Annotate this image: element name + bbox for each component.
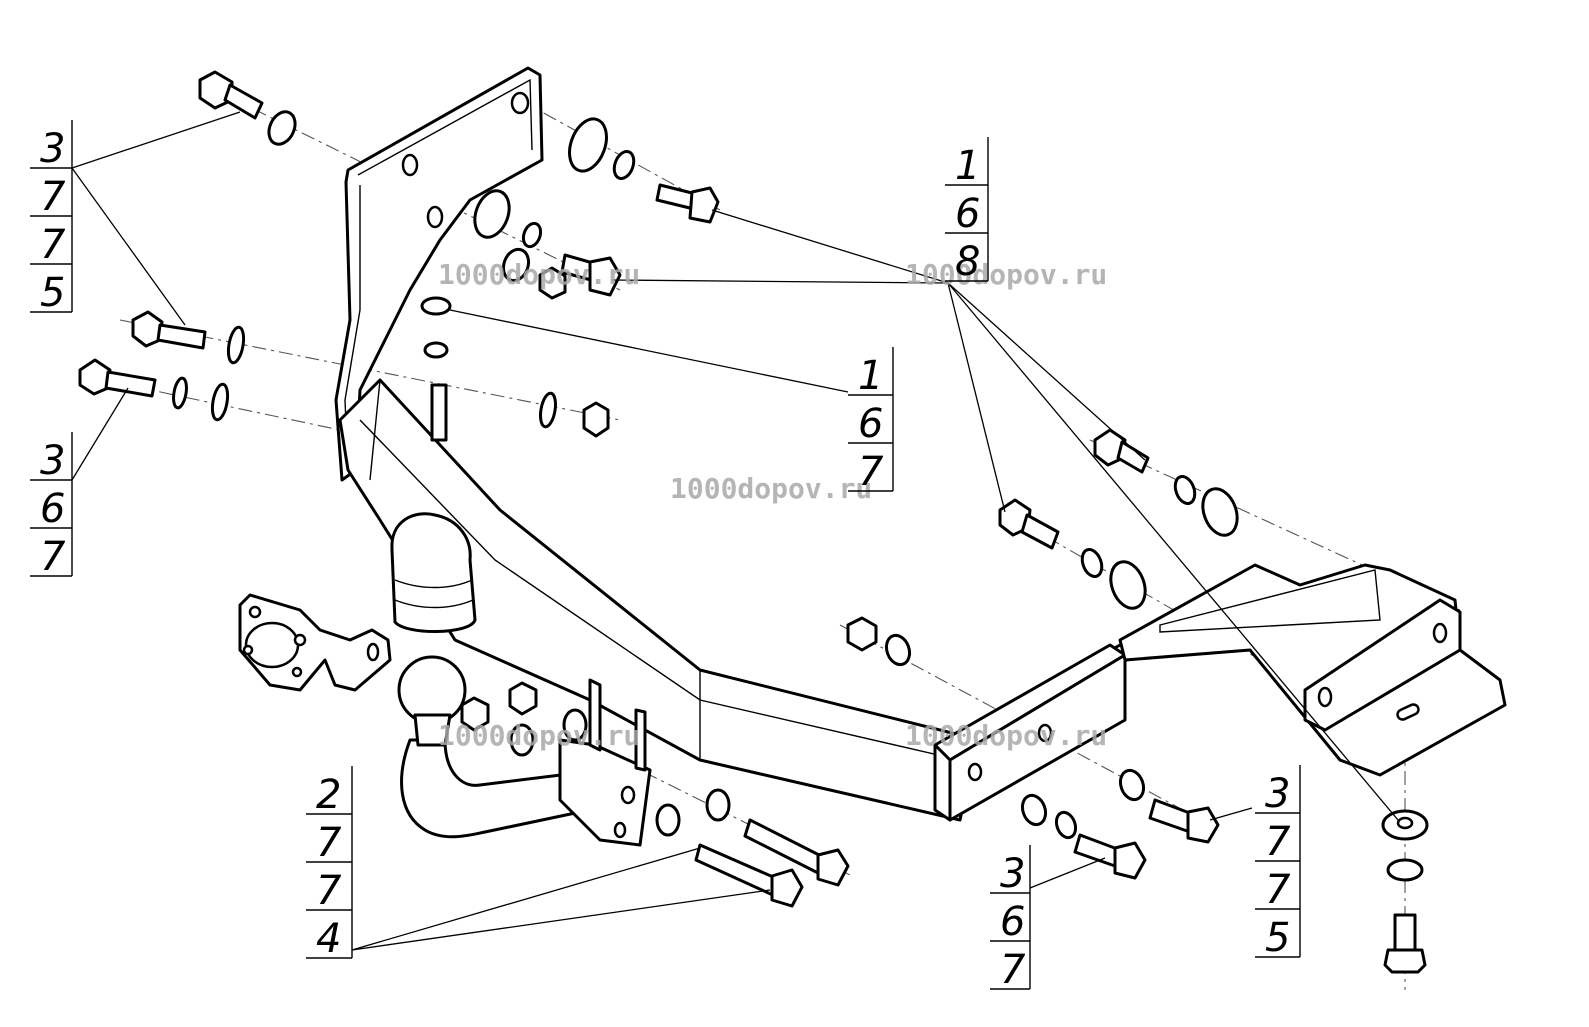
leader-lines bbox=[71, 111, 1399, 951]
callout-number: 3 bbox=[40, 438, 65, 484]
watermarks: 1000dopov.ru 1000dopov.ru 1000dopov.ru 1… bbox=[438, 258, 1107, 752]
ball-cover-cap bbox=[390, 512, 477, 633]
callout-top-center-bolts: 168 bbox=[945, 137, 989, 285]
callout-number: 3 bbox=[1265, 771, 1290, 817]
callout-number: 1 bbox=[955, 143, 980, 189]
callout-number: 7 bbox=[858, 449, 884, 495]
callout-number: 7 bbox=[316, 820, 342, 866]
callout-number: 7 bbox=[316, 868, 342, 914]
tow-ball-assembly bbox=[397, 655, 652, 847]
callout-left-bolts: 367 bbox=[30, 432, 73, 580]
callout-number: 7 bbox=[40, 174, 66, 220]
callout-number: 6 bbox=[1000, 899, 1025, 945]
callout-number: 4 bbox=[316, 916, 341, 962]
callout-number: 7 bbox=[40, 222, 66, 268]
callout-number: 8 bbox=[955, 239, 980, 285]
callout-number: 7 bbox=[1000, 947, 1026, 993]
right-mounting-bracket bbox=[933, 563, 1507, 822]
callout-number: 1 bbox=[858, 353, 883, 399]
callout-number: 5 bbox=[1265, 915, 1290, 961]
watermark-text: 1000dopov.ru bbox=[438, 258, 640, 291]
watermark-text: 1000dopov.ru bbox=[670, 472, 872, 505]
callout-number: 5 bbox=[40, 270, 65, 316]
watermark-text: 1000dopov.ru bbox=[905, 719, 1107, 752]
callout-number: 7 bbox=[1265, 867, 1291, 913]
bolts bbox=[78, 70, 1427, 974]
watermark-text: 1000dopov.ru bbox=[438, 719, 640, 752]
callout-number: 6 bbox=[40, 486, 65, 532]
callout-number: 6 bbox=[955, 191, 980, 237]
watermark-text: 1000dopov.ru bbox=[905, 258, 1107, 291]
callout-number: 7 bbox=[1265, 819, 1291, 865]
callout-number: 3 bbox=[40, 126, 65, 172]
electrical-socket-bracket bbox=[238, 593, 392, 692]
left-mounting-bracket bbox=[334, 66, 544, 482]
callout-center-nut: 167 bbox=[848, 347, 894, 495]
callout-number: 3 bbox=[1000, 851, 1025, 897]
assembly-axes bbox=[79, 84, 1461, 990]
callout-bottom-center-bolts: 367 bbox=[990, 845, 1031, 993]
callout-number: 2 bbox=[316, 772, 341, 818]
callout-number: 6 bbox=[858, 401, 883, 447]
callout-number: 7 bbox=[40, 534, 66, 580]
washers-and-nuts bbox=[172, 110, 1429, 882]
